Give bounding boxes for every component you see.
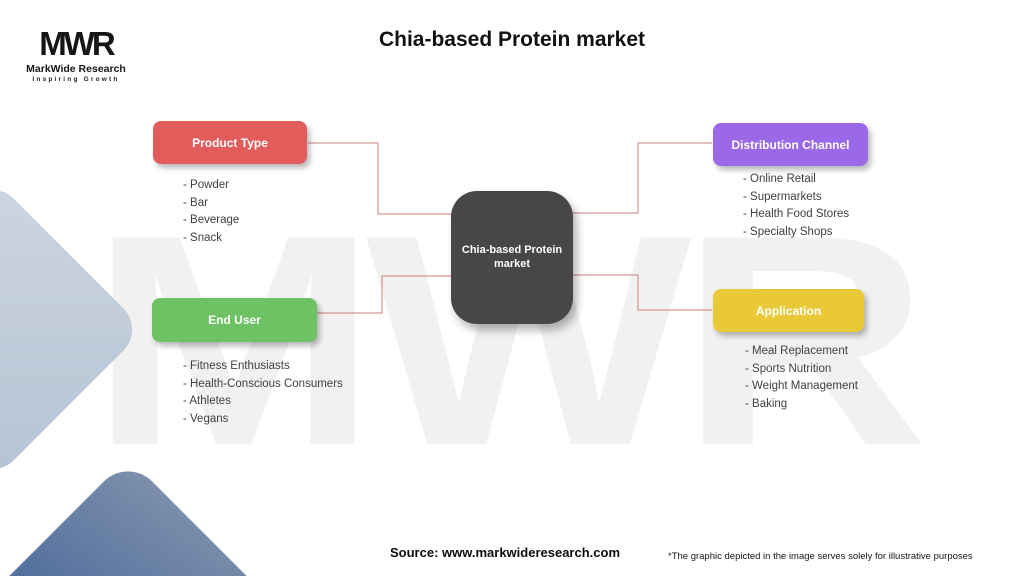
- list-item: - Powder: [183, 179, 230, 191]
- source-attribution: Source: www.markwideresearch.com: [390, 545, 621, 560]
- list-item: - Specialty Shops: [743, 225, 833, 238]
- list-item: - Online Retail: [743, 173, 816, 185]
- logo-mark-mwr-icon: MWR: [39, 25, 115, 62]
- branch-list-distribution-channel: - Online Retail - Supermarkets - Health …: [743, 171, 849, 241]
- list-item: - Beverage: [183, 214, 240, 226]
- list-item: - Athletes: [183, 395, 231, 407]
- branch-list-end-user: - Fitness Enthusiasts - Health-Conscious…: [183, 358, 343, 428]
- list-item: - Bar: [183, 196, 208, 209]
- logo-tagline: Inspiring Growth: [32, 76, 120, 83]
- branch-box-application: Application: [713, 289, 864, 332]
- list-item: - Fitness Enthusiasts: [183, 360, 290, 372]
- branch-list-application: - Meal Replacement - Sports Nutrition - …: [745, 343, 858, 413]
- list-item: - Sports Nutrition: [745, 362, 832, 375]
- branch-list-product-type: - Powder - Bar - Beverage - Snack: [183, 177, 239, 247]
- connector-product-type: [308, 142, 452, 215]
- list-item: - Weight Management: [745, 380, 858, 392]
- list-item: - Meal Replacement: [745, 345, 848, 357]
- connector-application: [573, 274, 712, 311]
- branch-box-end-user: End User: [152, 298, 317, 342]
- list-item: - Health Food Stores: [743, 208, 850, 220]
- logo-company-name: MarkWide Research: [26, 63, 126, 75]
- list-item: - Vegans: [183, 412, 229, 425]
- list-item: - Health-Conscious Consumers: [183, 377, 343, 390]
- branch-box-distribution-channel: Distribution Channel: [713, 123, 868, 166]
- markwide-research-logo: MWR MarkWide Research Inspiring Growth: [20, 27, 132, 83]
- page-title: Chia-based Protein market: [378, 28, 646, 51]
- list-item: - Supermarkets: [743, 190, 822, 203]
- disclaimer-note: *The graphic depicted in the image serve…: [668, 551, 973, 562]
- center-node: Chia-based Protein market: [451, 191, 573, 324]
- connector-distribution-channel: [573, 142, 712, 214]
- branch-box-product-type: Product Type: [153, 121, 307, 164]
- list-item: - Baking: [745, 397, 788, 410]
- connector-end-user: [314, 275, 451, 314]
- list-item: - Snack: [183, 231, 222, 244]
